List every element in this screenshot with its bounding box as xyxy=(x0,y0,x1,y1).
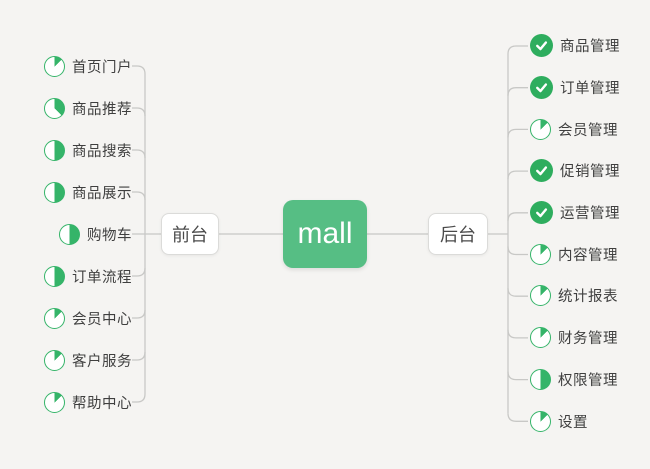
topic-item[interactable]: 商品搜索 xyxy=(0,129,132,171)
check-icon xyxy=(536,166,548,176)
topic-label: 内容管理 xyxy=(558,247,618,264)
branch-node-frontend[interactable]: 前台 xyxy=(161,213,219,255)
topic-label: 统计报表 xyxy=(558,289,618,306)
topic-label: 会员管理 xyxy=(558,122,618,139)
topic-label: 购物车 xyxy=(87,227,132,244)
topic-item[interactable]: 购物车 xyxy=(0,213,132,255)
progress-icon xyxy=(530,76,553,100)
progress-icon xyxy=(44,349,65,371)
progress-icon xyxy=(530,368,551,390)
topic-label: 订单管理 xyxy=(560,81,620,98)
topic-item[interactable]: 财务管理 xyxy=(530,317,650,359)
progress-icon xyxy=(44,307,65,329)
topic-item[interactable]: 订单管理 xyxy=(530,67,650,109)
topic-item[interactable]: 首页门户 xyxy=(0,45,132,87)
topic-label: 商品展示 xyxy=(72,185,132,202)
frontend-topic-list: 首页门户 商品推荐 商品搜索 商品展示 购物车 订单流程 会员中心 客户服务 xyxy=(0,45,132,423)
topic-label: 订单流程 xyxy=(72,269,132,286)
topic-label: 商品管理 xyxy=(560,39,620,56)
progress-icon xyxy=(530,34,553,58)
topic-item[interactable]: 商品管理 xyxy=(530,25,650,67)
progress-icon xyxy=(44,181,65,203)
topic-item[interactable]: 会员管理 xyxy=(530,108,650,150)
progress-icon xyxy=(44,55,65,77)
check-icon xyxy=(536,41,548,51)
progress-icon xyxy=(530,410,551,432)
root-node-mall[interactable]: mall xyxy=(283,200,367,268)
topic-label: 运营管理 xyxy=(560,206,620,223)
topic-label: 促销管理 xyxy=(560,164,620,181)
topic-label: 财务管理 xyxy=(558,331,618,348)
topic-label: 权限管理 xyxy=(558,372,618,389)
progress-icon xyxy=(44,97,65,119)
topic-label: 会员中心 xyxy=(72,311,132,328)
progress-icon xyxy=(44,265,65,287)
topic-item[interactable]: 运营管理 xyxy=(530,192,650,234)
progress-icon xyxy=(530,243,551,265)
topic-item[interactable]: 促销管理 xyxy=(530,150,650,192)
topic-item[interactable]: 设置 xyxy=(530,400,650,442)
topic-item[interactable]: 内容管理 xyxy=(530,233,650,275)
branch-node-backend[interactable]: 后台 xyxy=(428,213,488,255)
progress-icon xyxy=(44,139,65,161)
topic-label: 商品搜索 xyxy=(72,143,132,160)
topic-item[interactable]: 会员中心 xyxy=(0,297,132,339)
progress-icon xyxy=(530,159,553,183)
topic-item[interactable]: 权限管理 xyxy=(530,359,650,401)
topic-item[interactable]: 统计报表 xyxy=(530,275,650,317)
topic-label: 客户服务 xyxy=(72,353,132,370)
topic-item[interactable]: 帮助中心 xyxy=(0,381,132,423)
topic-item[interactable]: 商品展示 xyxy=(0,171,132,213)
progress-icon xyxy=(59,223,80,245)
progress-icon xyxy=(530,118,551,140)
topic-label: 首页门户 xyxy=(72,59,132,76)
topic-item[interactable]: 订单流程 xyxy=(0,255,132,297)
progress-icon xyxy=(530,327,551,349)
progress-icon xyxy=(530,285,551,307)
progress-icon xyxy=(44,391,65,413)
topic-label: 帮助中心 xyxy=(72,395,132,412)
topic-item[interactable]: 商品推荐 xyxy=(0,87,132,129)
check-icon xyxy=(536,83,548,93)
check-icon xyxy=(536,208,548,218)
topic-label: 商品推荐 xyxy=(72,101,132,118)
topic-item[interactable]: 客户服务 xyxy=(0,339,132,381)
backend-topic-list: 商品管理 订单管理 会员管理 促销管理 运营管理 内容管理 统计报表 财务管理 xyxy=(530,25,650,442)
progress-icon xyxy=(530,201,553,225)
topic-label: 设置 xyxy=(558,414,588,431)
